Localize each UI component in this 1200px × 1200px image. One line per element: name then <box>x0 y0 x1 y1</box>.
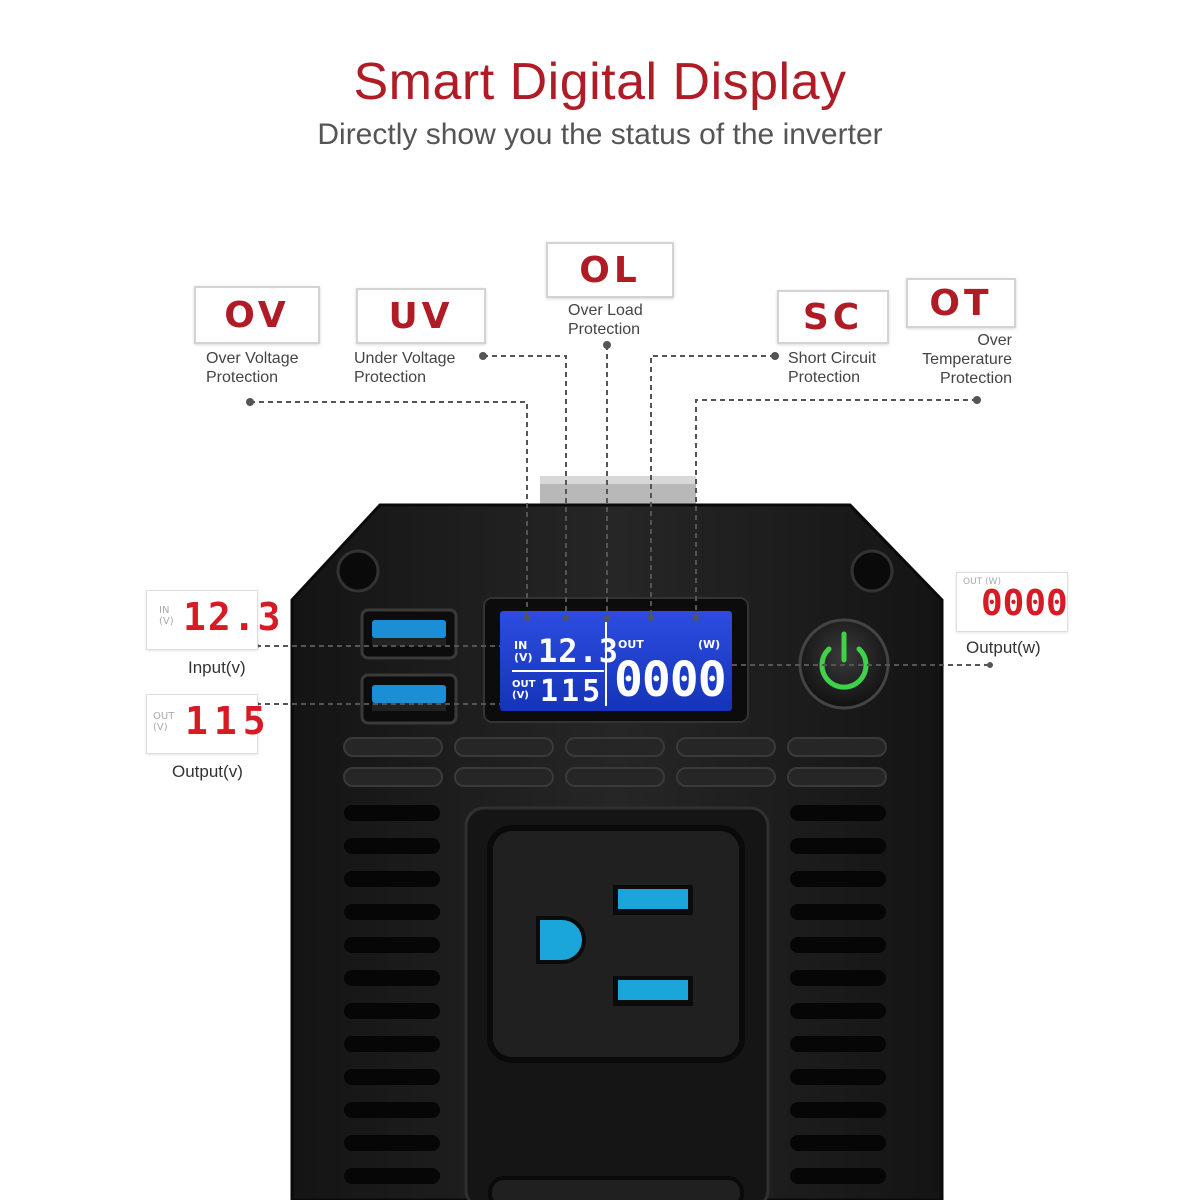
vent-column-right <box>790 805 886 1184</box>
screw-hole-left <box>336 549 380 593</box>
lcd-right-value: 0000 <box>614 652 727 708</box>
output-v-label: Output(v) <box>172 762 243 781</box>
ot-code-box: OT <box>906 278 1016 328</box>
lcd-screen <box>500 611 732 711</box>
lcd-out-value: 115 <box>540 674 604 709</box>
page-subtitle: Directly show you the status of the inve… <box>317 118 883 151</box>
lcd-right-tag: OUT <box>618 638 644 651</box>
ov-code-box: OV <box>194 286 320 344</box>
ol-code-box: OL <box>546 242 674 298</box>
lcd-out-tag: OUT(V) <box>512 679 536 701</box>
input-readout-box: IN(V) 12.3 <box>146 590 281 650</box>
vent-column-left <box>344 805 440 1184</box>
power-icon <box>819 631 869 690</box>
uv-code-box: UV <box>356 288 486 344</box>
output-w-readout-box: OUT (W) 0000 <box>956 572 1068 632</box>
lcd-in-value: 12.3 <box>538 632 620 670</box>
outlet-second <box>488 1176 744 1200</box>
output-w-label: Output(w) <box>966 638 1041 657</box>
leader-lines <box>250 345 990 705</box>
output-v-readout-box: OUT(V) 115 <box>146 694 266 754</box>
screw-hole-right <box>850 549 894 593</box>
usb-port-icon <box>360 673 458 725</box>
vent-row-top <box>343 737 887 787</box>
sc-code-box: SC <box>777 290 889 344</box>
lcd-right-unit: (W) <box>698 638 721 651</box>
usb-port-icon <box>360 608 458 660</box>
input-label: Input(v) <box>188 658 246 677</box>
ac-outlet-icon <box>487 825 745 1063</box>
lcd-in-tag: IN(V) <box>514 639 533 664</box>
page-title: Smart Digital Display <box>353 53 847 111</box>
